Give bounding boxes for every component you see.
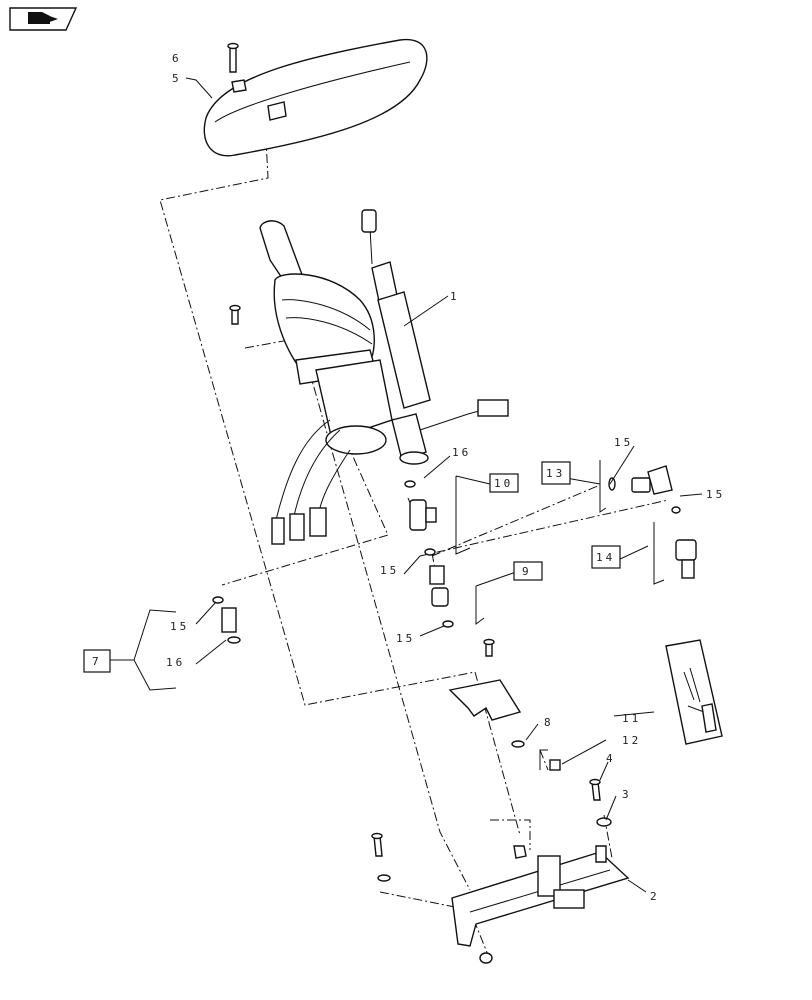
- screw-part: [227, 42, 239, 73]
- boxed-callout-10-label: 10: [494, 477, 513, 490]
- fitting-13-part: [608, 465, 681, 514]
- assembly-leader-lines: [159, 119, 669, 956]
- fitting-14-part: [675, 539, 697, 579]
- screw-4-part: [589, 778, 601, 801]
- callout-8: 8: [544, 716, 554, 729]
- callout-15-c: 15: [614, 436, 633, 449]
- boxed-callout-14-label: 14: [596, 551, 615, 564]
- boxed-callout-9: 9: [513, 561, 543, 581]
- fitting-7-part: [212, 596, 241, 644]
- washer-8-part: [511, 740, 525, 748]
- mounting-screw-part: [229, 304, 241, 325]
- callout-15-d: 15: [706, 488, 725, 501]
- fitting-9-part: [429, 565, 454, 628]
- boxed-callout-13-label: 13: [546, 467, 565, 480]
- nut-12-part: [549, 759, 561, 771]
- boxed-callout-14: 14: [591, 545, 621, 569]
- boxed-callout-7: 7: [83, 649, 111, 673]
- callout-16-a: 16: [452, 446, 471, 459]
- screw-top-part: [483, 638, 495, 657]
- callout-3: 3: [622, 788, 632, 801]
- boxed-callout-9-label: 9: [522, 565, 532, 578]
- callout-11: 11: [622, 712, 641, 725]
- armrest-cover-part: [203, 38, 428, 157]
- bracket-part: [448, 679, 522, 721]
- callout-15-b: 15: [396, 632, 415, 645]
- callout-6: 6: [172, 52, 182, 65]
- boxed-callout-13: 13: [541, 461, 571, 485]
- callout-4: 4: [606, 752, 616, 765]
- callout-leaders: [110, 77, 703, 893]
- washer-3-part: [596, 817, 612, 827]
- callout-2: 2: [650, 890, 660, 903]
- nav-book-icon[interactable]: [9, 7, 78, 31]
- base-plate-part: [451, 845, 630, 964]
- callout-12: 12: [622, 734, 641, 747]
- callout-15-a: 15: [380, 564, 399, 577]
- nut-mid-part: [513, 845, 527, 859]
- callout-16-b: 16: [166, 656, 185, 669]
- callout-15-e: 15: [170, 620, 189, 633]
- decal-part: [665, 639, 723, 745]
- callout-1: 1: [450, 290, 460, 303]
- joystick-assembly-part: [259, 209, 509, 545]
- fitting-10-part: [404, 480, 437, 556]
- boxed-callout-7-label: 7: [92, 655, 102, 668]
- callout-5: 5: [172, 72, 182, 85]
- boxed-callout-10: 10: [489, 473, 519, 493]
- screw-bottom-left-part: [371, 832, 391, 882]
